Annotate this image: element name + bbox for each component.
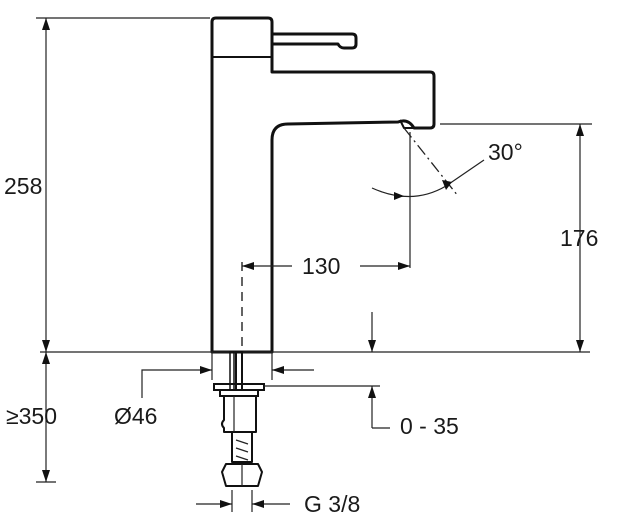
deck-thickness-label: 0 - 35 [400, 413, 459, 439]
dim-clearance: ≥350 [6, 352, 57, 483]
spout-height-label: 176 [560, 225, 598, 251]
reach-label: 130 [302, 253, 340, 279]
total-height-label: 258 [4, 173, 42, 199]
arrow-spout-bottom [576, 340, 584, 352]
thread-size-label: G 3/8 [304, 491, 360, 517]
flow-angle-construction: 30° [371, 127, 523, 268]
hose-connector [231, 432, 253, 463]
angle-arrow-left [394, 192, 404, 200]
arrow-reach-right [398, 262, 410, 270]
tilt-angle-label: 30° [488, 139, 523, 165]
dim-deck-thickness: 0 - 35 [264, 312, 459, 439]
fixing-nut [219, 389, 259, 397]
arrow-clearance-bottom [42, 470, 50, 482]
flow-axis [403, 127, 459, 197]
arrow-thread-left [220, 500, 232, 508]
faucet-body [210, 16, 436, 354]
dim-thread: G 3/8 [196, 490, 360, 517]
clearance-label: ≥350 [6, 403, 57, 429]
arrow-bottom [42, 340, 50, 352]
dim-spout-height: 176 [440, 123, 598, 352]
dim-reach: 130 [242, 253, 410, 279]
arrow-deck-top [368, 340, 376, 352]
angle-arc [371, 185, 447, 198]
arrow-deck-bottom [368, 386, 376, 398]
hose-ribbing [235, 439, 249, 461]
arrow-dia-right [272, 366, 284, 374]
arrow-spout-top [576, 124, 584, 136]
arrow-dia-left [200, 366, 212, 374]
diameter-label: Ø46 [114, 403, 157, 429]
faucet-column-outline [210, 16, 436, 354]
arrow-clearance-top [42, 352, 50, 364]
lever-handle [272, 32, 358, 50]
angle-arrow-right [442, 180, 452, 190]
flex-hose-body [221, 396, 257, 433]
dim-diameter: Ø46 [114, 352, 314, 429]
arrow-top [42, 18, 50, 30]
dim-total-height: 258 [4, 17, 210, 352]
arrow-reach-left [242, 262, 254, 270]
angle-leader [445, 159, 485, 187]
arrow-thread-right [252, 500, 264, 508]
mounting-assembly [40, 262, 590, 487]
dia-leader [141, 369, 186, 398]
connector-hex-nut [221, 463, 263, 487]
